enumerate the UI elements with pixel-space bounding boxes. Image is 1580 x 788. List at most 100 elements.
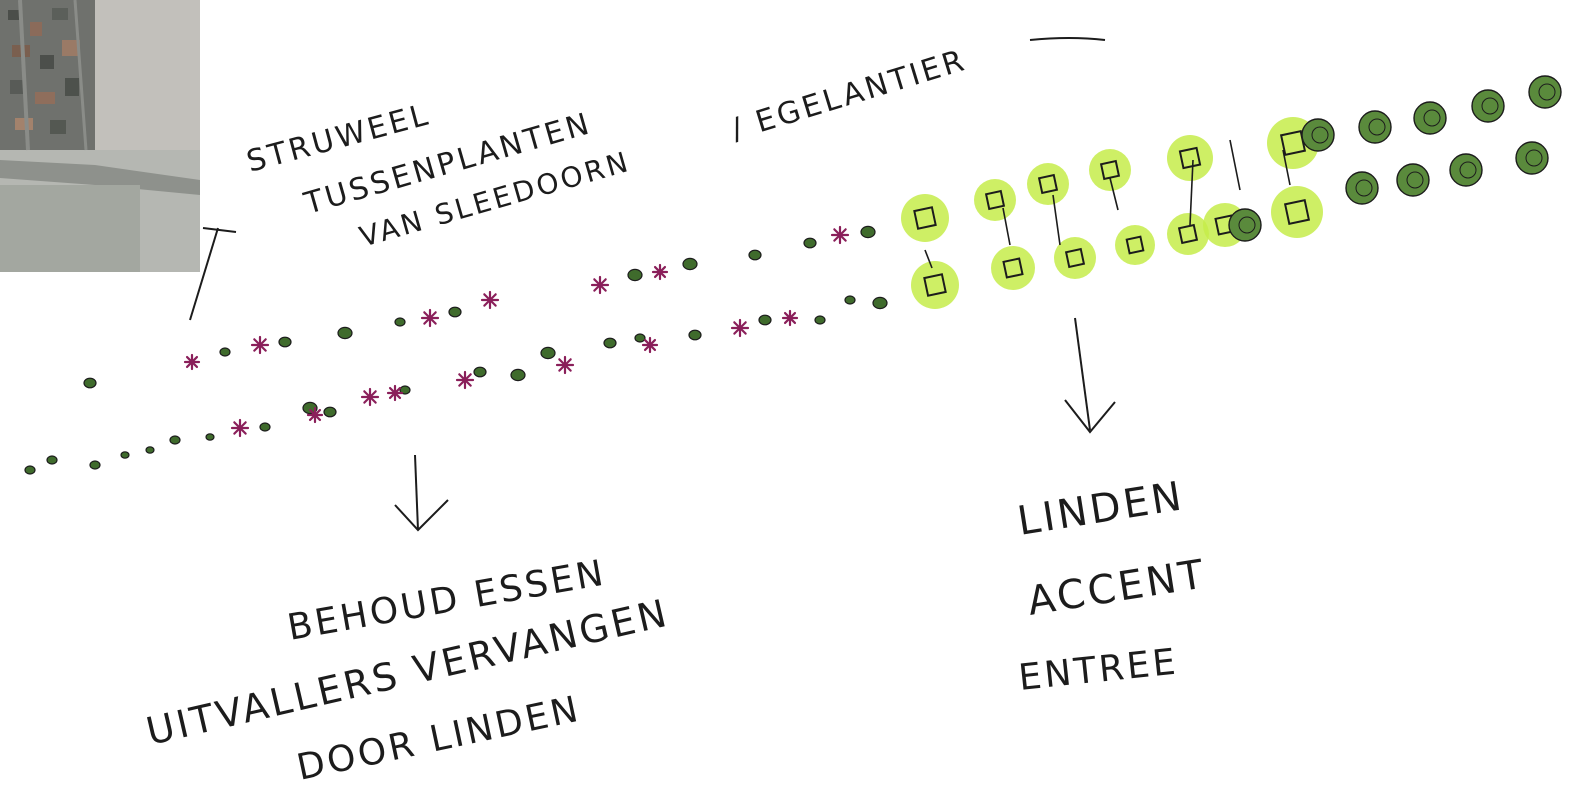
tree-icon <box>634 333 646 343</box>
shrub-icon <box>480 290 500 310</box>
shrub-icon <box>455 370 475 390</box>
shrub-icon <box>730 318 750 338</box>
large-tree-icon <box>1345 171 1379 205</box>
label-linden: LINDEN <box>1014 473 1187 545</box>
tree-rows <box>24 75 1562 475</box>
tree-icon <box>145 446 155 454</box>
shrub-icon <box>590 275 610 295</box>
connector-lines <box>924 139 1291 269</box>
tree-icon <box>627 268 643 282</box>
large-tree-inner-icon <box>1311 126 1329 144</box>
shrub-stroke <box>733 321 747 335</box>
linden-square-icon <box>1099 159 1121 181</box>
large-tree-icon <box>1528 75 1562 109</box>
shrub-stroke <box>483 293 497 307</box>
linden-square-icon <box>1037 173 1059 195</box>
tree-icon <box>860 225 876 239</box>
linden-highlights <box>901 117 1323 309</box>
shrub-icon <box>306 406 324 424</box>
large-tree-inner-icon <box>1423 109 1441 127</box>
tree-icon <box>278 336 292 348</box>
shrub-icon <box>250 335 270 355</box>
arrow-down-icon-right <box>1064 317 1116 434</box>
shrub-stroke <box>233 421 247 435</box>
tree-icon <box>603 337 617 349</box>
large-tree-icon <box>1515 141 1549 175</box>
shrub-icon <box>641 336 659 354</box>
highlight-blob <box>991 246 1035 290</box>
highlight-blob <box>901 194 949 242</box>
tree-icon <box>448 306 462 318</box>
tree-icon <box>219 347 231 357</box>
linden-square-icon <box>1125 235 1145 255</box>
tree-icon <box>337 326 353 340</box>
shrub-stroke <box>185 355 199 369</box>
linden-square-icon <box>984 189 1006 211</box>
linden-square-icon <box>1064 247 1086 269</box>
tree-icon <box>89 460 101 470</box>
tree-icon <box>120 451 130 459</box>
large-tree-inner-icon <box>1406 171 1424 189</box>
shrub-stroke <box>363 390 377 404</box>
highlight-blob <box>974 179 1016 221</box>
tree-icon <box>510 368 526 382</box>
tree-icon <box>169 435 181 445</box>
large-tree-icon <box>1471 89 1505 123</box>
tree-icon <box>748 249 762 261</box>
large-tree-inner-icon <box>1459 161 1477 179</box>
tree-icon <box>399 385 411 395</box>
large-tree-icon <box>1396 163 1430 197</box>
highlight-blob <box>1167 135 1213 181</box>
linden-square-icon <box>1177 223 1199 245</box>
linden-square-icon <box>913 206 937 230</box>
shrub-stroke <box>593 278 607 292</box>
tree-icon <box>302 401 318 415</box>
label-accent: ACCENT <box>1024 551 1209 625</box>
highlight-blob <box>1089 149 1131 191</box>
shrub-stroke <box>423 311 437 325</box>
linden-square-icon <box>1002 257 1024 279</box>
tree-icon <box>46 455 58 465</box>
highlight-blob <box>1027 163 1069 205</box>
tree-icon <box>758 314 772 326</box>
tree-icon <box>682 257 698 271</box>
shrub-stroke <box>388 386 402 400</box>
linden-square-icon <box>923 273 947 297</box>
shrub-stroke <box>833 228 847 242</box>
large-tree-inner-icon <box>1368 118 1386 136</box>
highlight-blob <box>1271 186 1323 238</box>
shrub-icon <box>555 355 575 375</box>
large-tree-inner-icon <box>1238 216 1256 234</box>
large-tree-inner-icon <box>1538 83 1556 101</box>
shrub-icon <box>386 384 404 402</box>
tree-icon <box>394 317 406 327</box>
tree-icon <box>205 433 215 441</box>
large-tree-icon <box>1449 153 1483 187</box>
large-tree-icon <box>1358 110 1392 144</box>
shrub-icon <box>781 309 799 327</box>
label-egelantier: / EGELANTIER <box>727 43 971 148</box>
tree-icon <box>83 377 97 389</box>
tree-icon <box>323 406 337 418</box>
tree-icon <box>803 237 817 249</box>
large-tree-icon <box>1228 208 1262 242</box>
arrow-down-icon-left <box>394 454 449 532</box>
shrub-icon <box>651 263 669 281</box>
shrub-stroke <box>253 338 267 352</box>
label-entree: ENTREE <box>1017 641 1181 699</box>
tree-icon <box>872 296 888 310</box>
shrub-icon <box>830 225 850 245</box>
egelantier-underline <box>1029 37 1106 41</box>
shrub-stroke <box>643 338 657 352</box>
tree-icon <box>844 295 856 305</box>
tree-icon <box>688 329 702 341</box>
shrub-icon <box>230 418 250 438</box>
shrub-icon <box>420 308 440 328</box>
highlight-blob <box>1115 225 1155 265</box>
shrub-stroke <box>558 358 572 372</box>
aerial-photo-inset <box>0 0 200 272</box>
highlight-blob <box>1167 213 1209 255</box>
shrub-icon <box>183 353 201 371</box>
linden-square-icon <box>1283 198 1311 226</box>
